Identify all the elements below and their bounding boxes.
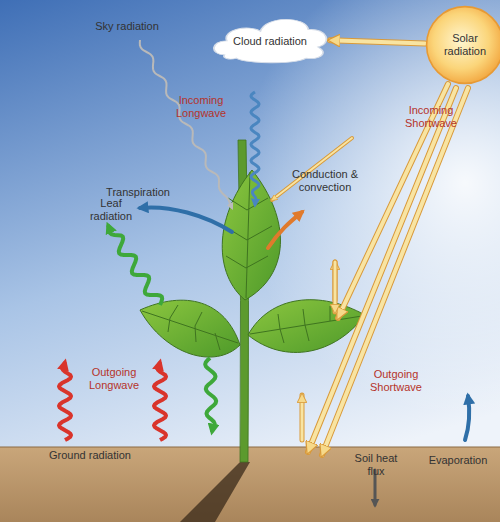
- node-label: Cloud radiation: [225, 35, 315, 48]
- process-label: Sky radiation: [82, 20, 172, 33]
- shortwave-arrow-outline: [322, 88, 468, 455]
- evaporation-arrow: [465, 396, 469, 440]
- cloud-shape: Cloud radiation: [210, 10, 330, 66]
- radiation-arrow: [154, 362, 166, 440]
- process-label: Ground radiation: [40, 449, 140, 462]
- shortwave-arrow-outline: [333, 262, 338, 312]
- sun-circle: Solar radiation: [425, 5, 500, 85]
- flux-label: Outgoing Shortwave: [362, 368, 430, 394]
- radiation-arrow: [59, 362, 71, 440]
- process-label: Leaf radiation: [86, 197, 136, 223]
- shortwave-arrow: [334, 262, 337, 312]
- shortwave-arrow: [322, 88, 468, 455]
- flux-label: Incoming Shortwave: [398, 104, 464, 130]
- process-label: Conduction & convection: [290, 168, 360, 194]
- radiation-arrow: [251, 92, 259, 205]
- radiation-arrow: [205, 358, 216, 432]
- shortwave-arrow-outline: [300, 395, 305, 440]
- process-label: Soil heat flux: [346, 452, 406, 478]
- convection-arrow: [268, 212, 302, 248]
- shortwave-arrow: [308, 88, 456, 452]
- radiation-arrow: [108, 225, 162, 305]
- radiation-arrow: [140, 40, 232, 208]
- shortwave-arrow: [301, 395, 304, 440]
- shortwave-arrow-outline: [330, 40, 425, 43]
- process-label: Evaporation: [420, 454, 496, 467]
- flux-label: Outgoing Longwave: [80, 366, 148, 392]
- transpiration-arrow: [140, 207, 232, 232]
- shortwave-connector: [330, 40, 425, 43]
- node-label: Solar radiation: [436, 32, 494, 58]
- shortwave-arrow-outline: [308, 88, 456, 452]
- flux-label: Incoming Longwave: [168, 94, 234, 120]
